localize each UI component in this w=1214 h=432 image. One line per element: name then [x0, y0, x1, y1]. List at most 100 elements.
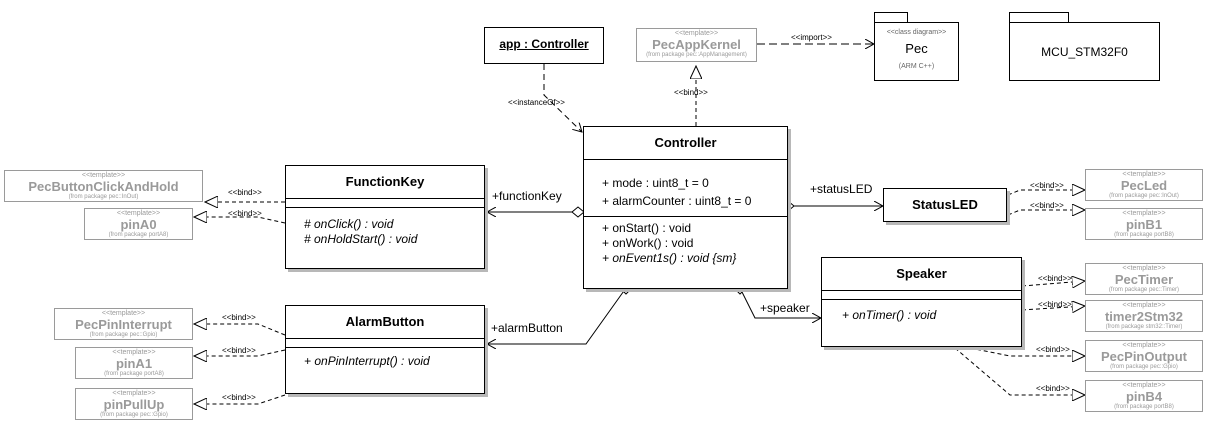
- template-name: PecButtonClickAndHold: [28, 179, 179, 194]
- class-name: Speaker: [896, 266, 947, 281]
- from-package-text: (from package portA8): [108, 232, 169, 238]
- functionkey-role-label: +functionKey: [492, 189, 562, 203]
- bind-label: <<bind>>: [1038, 300, 1072, 309]
- from-package-text: (from package pec::Gpio): [89, 332, 158, 338]
- instanceof-label: <<instanceOf>>: [508, 98, 565, 107]
- spacer: [286, 199, 484, 207]
- class-functionkey[interactable]: FunctionKey # onClick() : void # onHoldS…: [285, 165, 485, 269]
- template-name: PecPinOutput: [1101, 349, 1187, 364]
- stereotype-text: <<template>>: [1122, 171, 1166, 178]
- template-name: PecAppKernel: [652, 37, 741, 52]
- template-pinpullup[interactable]: <<template>> pinPullUp (from package pec…: [75, 388, 193, 420]
- divider: [286, 207, 484, 208]
- template-timer2stm32[interactable]: <<template>> timer2Stm32 (from package s…: [1085, 300, 1203, 332]
- bind-link-pina1: [194, 349, 286, 356]
- template-pecbuttonclickandhold[interactable]: <<template>> PecButtonClickAndHold (from…: [4, 170, 203, 202]
- from-package-text: (from package pec::Timer): [1108, 287, 1180, 293]
- bind-label: <<bind>>: [222, 393, 256, 402]
- divider: [822, 299, 1021, 300]
- stereotype-text: <<template>>: [1122, 342, 1166, 349]
- template-name: pinB1: [1125, 217, 1163, 232]
- stereotype-text: <<template>>: [1122, 265, 1166, 272]
- package-mcu[interactable]: MCU_STM32F0: [1009, 22, 1160, 81]
- alarmbutton-role-label: +alarmButton: [491, 321, 563, 335]
- bind-link-pinb4: [954, 347, 1085, 395]
- from-package-text: (from package stm32::Timer): [1105, 324, 1183, 330]
- import-label: <<import>>: [791, 33, 832, 42]
- template-name: pinB4: [1125, 389, 1163, 404]
- class-statusled[interactable]: StatusLED: [883, 188, 1007, 222]
- template-pecpininterrupt[interactable]: <<template>> PecPinInterrupt (from packa…: [54, 308, 193, 340]
- alarmbutton-association: [487, 287, 627, 344]
- template-name: pinA0: [120, 217, 157, 232]
- operation-onpininterrupt: + onPinInterrupt() : void: [304, 354, 430, 368]
- from-package-text: (from package pec::Gpio): [100, 412, 168, 418]
- stereotype-text: <<template>>: [1122, 210, 1166, 217]
- bind-label: <<bind>>: [222, 346, 256, 355]
- stereotype-text: <<template>>: [116, 210, 161, 217]
- package-name: MCU_STM32F0: [1041, 45, 1128, 59]
- from-package-text: (from package pec::Gpio): [1110, 364, 1178, 370]
- stereotype-text: <<template>>: [112, 349, 156, 356]
- from-package-text: (from package pec::InOut): [68, 194, 139, 200]
- template-name: PecPinInterrupt: [75, 317, 172, 332]
- bind-link-pecpininterrupt: [194, 324, 286, 336]
- template-pina0[interactable]: <<template>> pinA0 (from package portA8): [84, 208, 193, 240]
- stereotype-text: <<template>>: [101, 310, 146, 317]
- template-pinb1[interactable]: <<template>> pinB1 (from package portB8): [1085, 208, 1203, 240]
- template-name: PecLed: [1120, 178, 1168, 193]
- package-stereotype: <<class diagram>>: [886, 29, 947, 36]
- divider: [822, 290, 1021, 291]
- template-pina1[interactable]: <<template>> pinA1 (from package portA8): [75, 347, 193, 379]
- template-pecappkernel[interactable]: <<template>> PecAppKernel (from package …: [636, 28, 757, 62]
- divider: [584, 216, 787, 217]
- attribute-alarmcounter: + alarmCounter : uint8_t = 0: [602, 194, 752, 208]
- operation-onwork: + onWork() : void: [602, 236, 694, 250]
- from-package-text: (from package pec::InOut): [1109, 193, 1179, 199]
- stereotype-text: <<template>>: [81, 172, 126, 179]
- template-pectimer[interactable]: <<template>> PecTimer (from package pec:…: [1085, 263, 1203, 295]
- bind-link-pinb1: [1007, 210, 1085, 215]
- bind-label: <<bind>>: [1036, 345, 1070, 354]
- class-alarmbutton[interactable]: AlarmButton + onPinInterrupt() : void: [285, 305, 485, 394]
- divider: [286, 198, 484, 199]
- bind-label: <<bind>>: [222, 313, 256, 322]
- template-pecpinoutput[interactable]: <<template>> PecPinOutput (from package …: [1085, 340, 1203, 372]
- class-name: Controller: [654, 135, 717, 150]
- bind-link-pina0: [194, 217, 286, 224]
- divider: [286, 338, 484, 339]
- package-pec-tab: [874, 12, 908, 22]
- package-pec[interactable]: <<class diagram>> Pec (ARM C++): [874, 22, 959, 81]
- package-mcu-tab: [1009, 12, 1069, 22]
- class-name: StatusLED: [912, 197, 978, 212]
- stereotype-text: <<template>>: [112, 390, 156, 397]
- from-package-text: (from package portA8): [104, 371, 164, 377]
- class-name: AlarmButton: [345, 314, 425, 329]
- spacer: [584, 160, 787, 174]
- kernel-bind-label: <<bind>>: [674, 88, 708, 97]
- bind-label: <<bind>>: [228, 188, 262, 197]
- spacer: [822, 291, 1021, 299]
- speaker-association: [739, 287, 821, 318]
- operation-onclick: # onClick() : void: [304, 217, 394, 231]
- statusled-role-label: +statusLED: [810, 182, 873, 196]
- operation-ontimer: + onTimer() : void: [842, 308, 937, 322]
- bind-label: <<bind>>: [1038, 274, 1072, 283]
- bind-link-pecled: [1007, 190, 1085, 195]
- template-name: PecTimer: [1114, 272, 1174, 287]
- from-package-text: (from package portB8): [1114, 404, 1174, 410]
- class-speaker[interactable]: Speaker + onTimer() : void: [821, 257, 1022, 347]
- bind-link-timer2: [1021, 306, 1085, 310]
- operation-onstart: + onStart() : void: [602, 221, 692, 235]
- class-name: FunctionKey: [345, 174, 425, 189]
- bind-label: <<bind>>: [1030, 201, 1064, 210]
- operation-onevent1s: + onEvent1s() : void {sm}: [602, 251, 737, 265]
- template-pecled[interactable]: <<template>> PecLed (from package pec::I…: [1085, 169, 1203, 201]
- object-app-controller[interactable]: app : Controller: [484, 27, 604, 64]
- class-controller[interactable]: Controller + mode : uint8_t = 0 + alarmC…: [583, 126, 788, 289]
- from-package-text: (from package pec::AppManagement): [646, 52, 747, 58]
- bind-label: <<bind>>: [228, 209, 262, 218]
- template-pinb4[interactable]: <<template>> pinB4 (from package portB8): [1085, 380, 1203, 412]
- bind-link-pinpullup: [194, 394, 286, 404]
